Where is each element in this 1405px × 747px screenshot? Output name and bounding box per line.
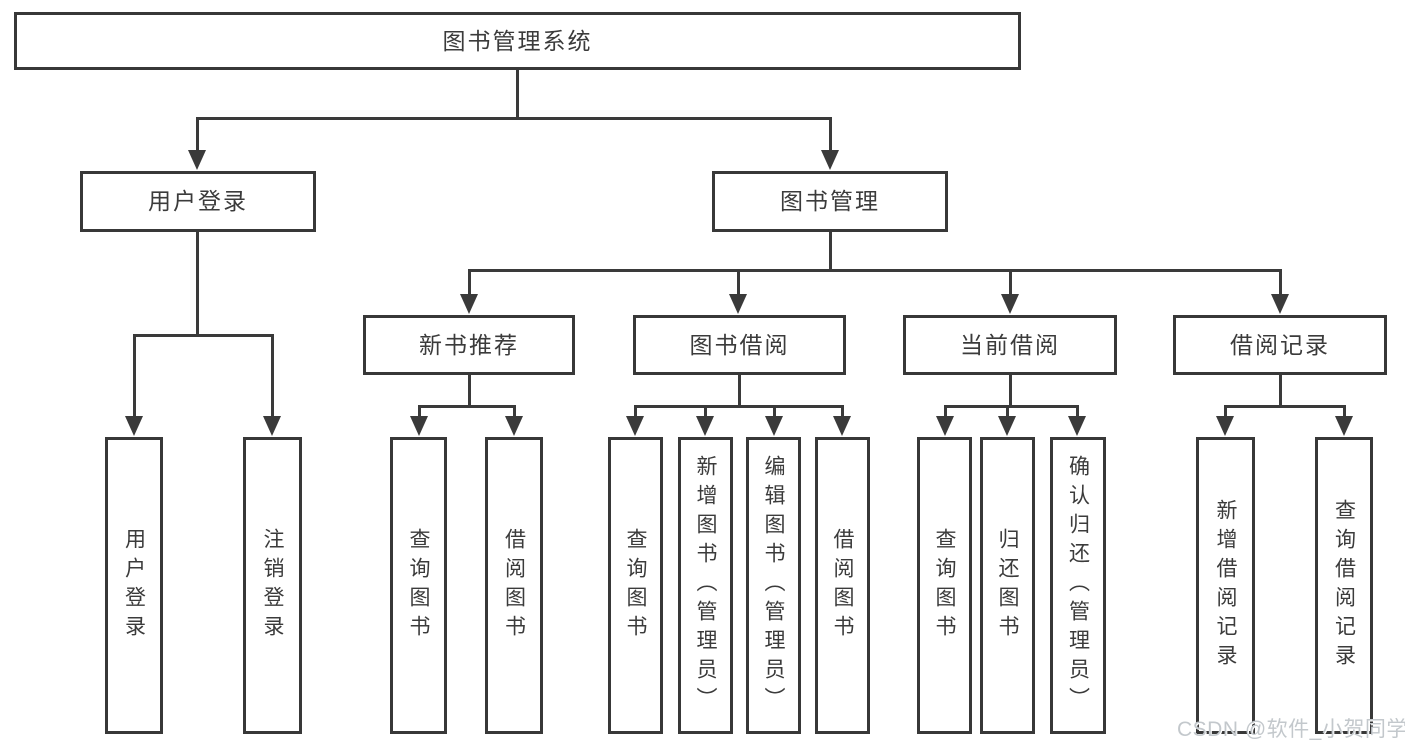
connector-line — [467, 268, 1282, 272]
connector-line — [772, 406, 776, 418]
node-leaf-edit-books-admin: 编辑图书（管理员） — [746, 437, 801, 734]
connector-line — [1223, 404, 1346, 408]
connector-line — [1223, 406, 1227, 418]
connector-arrow — [263, 416, 281, 436]
connector-line — [1278, 375, 1282, 408]
node-leaf-logout-login-label: 注销登录 — [261, 527, 284, 644]
node-new-book-recommendation-label: 新书推荐 — [419, 331, 519, 358]
node-leaf-search-books-1-label: 查询图书 — [407, 527, 430, 644]
connector-arrow — [460, 294, 478, 314]
connector-arrow — [626, 416, 644, 436]
node-leaf-add-books-admin: 新增图书（管理员） — [678, 437, 733, 734]
connector-line — [828, 232, 832, 272]
node-book-borrowing-label: 图书借阅 — [689, 331, 790, 358]
node-leaf-borrow-books-1-label: 借阅图书 — [502, 527, 526, 644]
connector-line — [1008, 375, 1012, 408]
node-leaf-confirm-return-admin-label: 确认归还（管理员） — [1066, 455, 1090, 716]
node-user-login: 用户登录 — [80, 171, 316, 232]
connector-line — [736, 270, 740, 296]
node-leaf-search-books-2-label: 查询图书 — [624, 527, 647, 644]
connector-arrow — [1271, 294, 1289, 314]
node-current-borrowing-label: 当前借阅 — [960, 331, 1060, 358]
connector-line — [943, 406, 947, 418]
node-leaf-borrow-books-1: 借阅图书 — [485, 437, 543, 734]
node-library-management-system: 图书管理系统 — [14, 12, 1021, 70]
node-leaf-search-borrow-record-label: 查询借阅记录 — [1332, 498, 1356, 673]
node-borrowing-records-label: 借阅记录 — [1230, 331, 1330, 358]
connector-line — [1005, 406, 1009, 418]
connector-line — [512, 406, 516, 418]
connector-line — [1008, 270, 1012, 296]
node-leaf-search-books-2: 查询图书 — [608, 437, 663, 734]
connector-line — [467, 270, 471, 296]
connector-arrow — [833, 416, 851, 436]
node-leaf-user-login: 用户登录 — [105, 437, 163, 734]
node-current-borrowing: 当前借阅 — [903, 315, 1117, 375]
connector-line — [195, 232, 199, 337]
node-book-borrowing: 图书借阅 — [633, 315, 846, 375]
connector-line — [1278, 270, 1282, 296]
connector-line — [840, 406, 844, 418]
connector-line — [828, 118, 832, 152]
connector-line — [633, 406, 637, 418]
node-leaf-add-books-admin-label: 新增图书（管理员） — [694, 455, 717, 716]
connector-arrow — [1335, 416, 1353, 436]
connector-arrow — [821, 150, 839, 170]
connector-arrow — [505, 416, 523, 436]
node-leaf-add-borrow-record: 新增借阅记录 — [1196, 437, 1255, 734]
node-leaf-search-books-3: 查询图书 — [917, 437, 972, 734]
node-leaf-edit-books-admin-label: 编辑图书（管理员） — [762, 455, 785, 716]
node-user-login-label: 用户登录 — [148, 188, 248, 214]
node-leaf-search-borrow-record: 查询借阅记录 — [1315, 437, 1373, 734]
connector-arrow — [1001, 294, 1019, 314]
connector-line — [1342, 406, 1346, 418]
node-leaf-logout-login: 注销登录 — [243, 437, 302, 734]
connector-line — [417, 404, 516, 408]
connector-arrow — [998, 416, 1016, 436]
node-leaf-search-books-1: 查询图书 — [390, 437, 447, 734]
node-new-book-recommendation: 新书推荐 — [363, 315, 575, 375]
connector-arrow — [188, 150, 206, 170]
node-leaf-search-books-3-label: 查询图书 — [933, 527, 956, 644]
node-leaf-add-borrow-record-label: 新增借阅记录 — [1214, 498, 1237, 673]
node-book-management-label: 图书管理 — [780, 188, 880, 214]
node-leaf-return-books: 归还图书 — [980, 437, 1035, 734]
connector-arrow — [765, 416, 783, 436]
connector-arrow — [1068, 416, 1086, 436]
connector-line — [467, 375, 471, 408]
connector-line — [515, 70, 519, 120]
node-book-management: 图书管理 — [712, 171, 948, 232]
node-leaf-confirm-return-admin: 确认归还（管理员） — [1050, 437, 1106, 734]
connector-line — [703, 406, 707, 418]
node-borrowing-records: 借阅记录 — [1173, 315, 1387, 375]
node-leaf-user-login-label: 用户登录 — [122, 527, 146, 644]
node-leaf-borrow-books-2: 借阅图书 — [815, 437, 870, 734]
node-library-management-system-label: 图书管理系统 — [442, 27, 593, 54]
connector-line — [132, 333, 274, 337]
connector-arrow — [696, 416, 714, 436]
connector-line — [195, 116, 832, 120]
connector-line — [1075, 406, 1079, 418]
connector-arrow — [1216, 416, 1234, 436]
node-leaf-borrow-books-2-label: 借阅图书 — [831, 527, 854, 644]
connector-arrow — [125, 416, 143, 436]
connector-arrow — [729, 294, 747, 314]
csdn-watermark: CSDN @软件_小贺同学 — [1177, 718, 1405, 741]
connector-line — [195, 118, 199, 152]
connector-arrow — [410, 416, 428, 436]
connector-line — [417, 406, 421, 418]
connector-line — [270, 335, 274, 418]
connector-line — [132, 335, 136, 418]
node-leaf-return-books-label: 归还图书 — [996, 527, 1019, 644]
connector-arrow — [936, 416, 954, 436]
connector-line — [737, 375, 741, 408]
